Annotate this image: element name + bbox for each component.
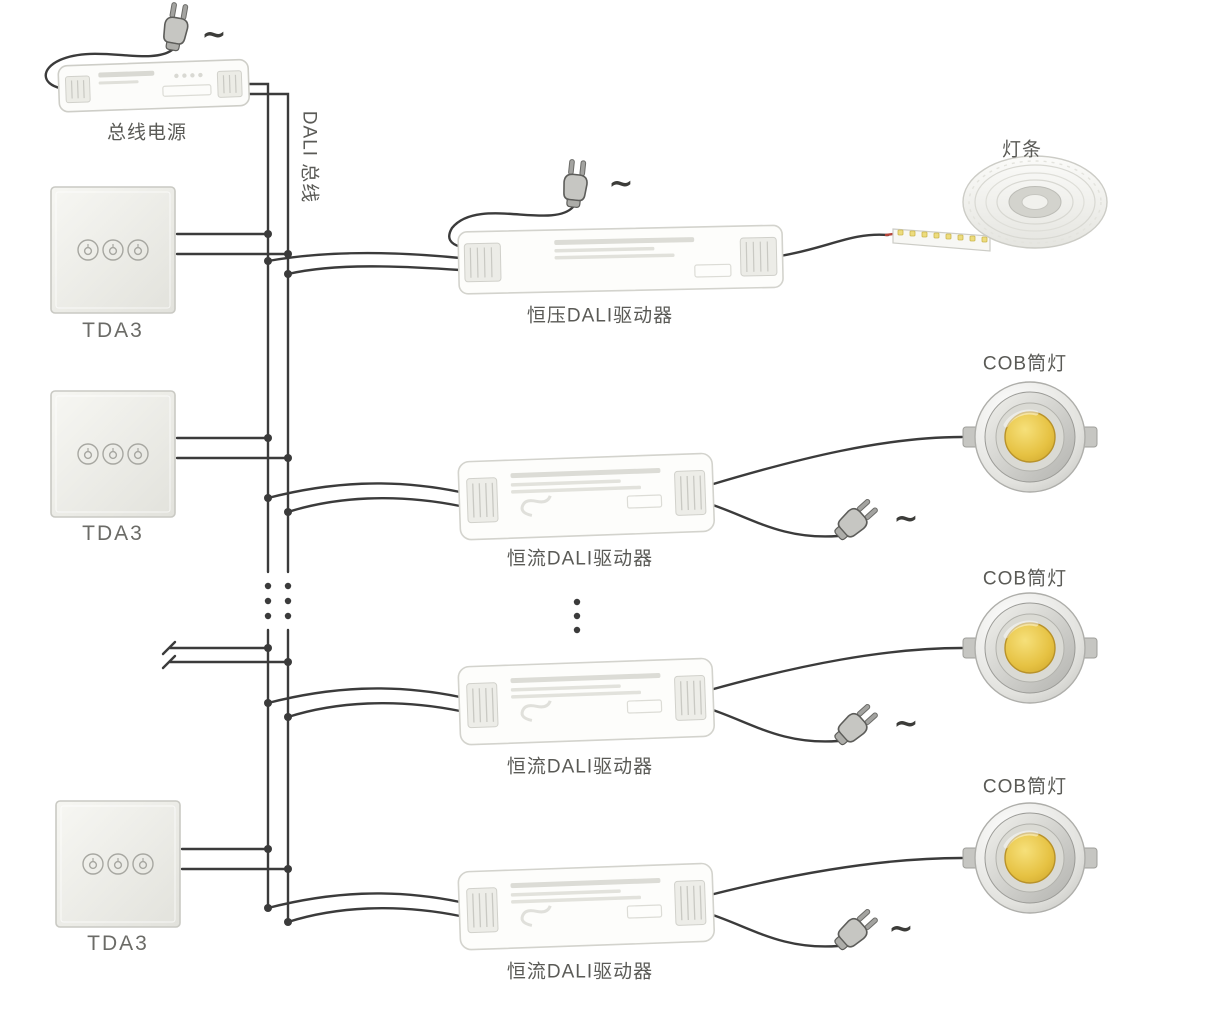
bus-power-label: 总线电源 xyxy=(106,122,188,144)
wires xyxy=(44,48,964,948)
junction-dot xyxy=(264,494,272,502)
wire-cv-plug-cord xyxy=(448,205,575,249)
junction-dot xyxy=(284,270,292,278)
wire-cc2-dali-b xyxy=(286,701,462,719)
cob-light-3-label: COB筒灯 xyxy=(982,776,1068,798)
wire-cc3-dali-a xyxy=(266,892,462,910)
wire-cc1-dali-b xyxy=(286,496,462,514)
cc-dali-driver-3 xyxy=(456,861,717,952)
ac-symbol: ~ xyxy=(893,706,919,742)
led-strip-label: 灯条 xyxy=(1001,139,1043,161)
wire-bus-b xyxy=(244,92,290,574)
bus-ellipsis-dots xyxy=(264,582,292,620)
wire-cc2-dali-a xyxy=(266,687,462,705)
cv-dali-driver-device xyxy=(457,224,784,295)
branch-ellipsis-dots xyxy=(573,598,581,634)
junction-dot xyxy=(284,658,292,666)
ac-symbol: ~ xyxy=(893,501,919,537)
ac-symbol: ~ xyxy=(201,17,227,53)
led-strip xyxy=(892,155,1108,252)
junction-dot xyxy=(284,918,292,926)
wire-cv-dali-a xyxy=(266,251,462,263)
panel-1-label: TDA3 xyxy=(82,319,144,342)
junction-dot xyxy=(284,865,292,873)
wire-cv-output xyxy=(778,233,890,258)
wire-cc3-lamp xyxy=(708,856,964,897)
junction-dot xyxy=(264,434,272,442)
junction-dot xyxy=(264,699,272,707)
cob-light-2-label: COB筒灯 xyxy=(982,568,1068,590)
junction-dot xyxy=(264,845,272,853)
led-strip-tail xyxy=(892,228,991,252)
ac-plug-icon xyxy=(829,905,882,956)
tda3-panel-2 xyxy=(50,390,176,518)
wire-cc1-plug-cord xyxy=(708,502,840,538)
ac-plug-icon xyxy=(159,0,193,53)
junction-dot xyxy=(264,644,272,652)
ac-symbol: ~ xyxy=(888,911,914,947)
cc-dali-driver-1 xyxy=(456,451,717,542)
cob-light-1-label: COB筒灯 xyxy=(982,353,1068,375)
wire-stub-tick-b xyxy=(161,654,177,670)
cob-downlight-1 xyxy=(963,382,1097,492)
led-strip-coil xyxy=(962,155,1108,249)
junction-dot xyxy=(264,904,272,912)
wire-power-cord xyxy=(44,48,174,90)
cc-driver-1-label: 恒流DALI驱动器 xyxy=(506,548,654,570)
wire-cv-dali-b xyxy=(286,265,462,276)
junction-dot xyxy=(264,230,272,238)
ac-plug-icon xyxy=(829,495,882,546)
wire-cc3-dali-b xyxy=(286,906,462,924)
cob-downlight-3 xyxy=(963,803,1097,913)
led-strip-leds xyxy=(897,229,988,243)
wire-cc2-plug-cord xyxy=(708,707,840,743)
cv-driver-label: 恒压DALI驱动器 xyxy=(526,305,674,327)
panel-3-label: TDA3 xyxy=(87,932,149,955)
wire-cc2-lamp xyxy=(708,646,964,692)
tda3-panel-3 xyxy=(55,800,181,928)
junction-dot xyxy=(264,257,272,265)
wire-cc1-lamp xyxy=(708,435,964,487)
cc-driver-2-label: 恒流DALI驱动器 xyxy=(506,756,654,778)
junction-dot xyxy=(284,713,292,721)
dali-bus-label: DALI 总线 xyxy=(298,110,320,204)
wire-cc1-dali-a xyxy=(266,482,462,500)
tda3-panel-1 xyxy=(50,186,176,314)
junction-dot xyxy=(284,508,292,516)
cob-downlight-2 xyxy=(963,593,1097,703)
junction-dot xyxy=(284,454,292,462)
ac-symbol: ~ xyxy=(608,166,634,202)
wire-bus-a xyxy=(244,82,270,574)
ac-plug-icon xyxy=(560,158,591,210)
cc-dali-driver-2 xyxy=(456,656,717,747)
junction-dot xyxy=(284,250,292,258)
ac-plug-icon xyxy=(829,700,882,751)
panel-2-label: TDA3 xyxy=(82,522,144,545)
wire-cc3-plug-cord xyxy=(708,912,840,948)
bus-power-device xyxy=(57,58,250,113)
cc-driver-3-label: 恒流DALI驱动器 xyxy=(506,961,654,983)
bus-junction-dots xyxy=(264,230,292,926)
wire-stub-tick-a xyxy=(161,640,177,656)
